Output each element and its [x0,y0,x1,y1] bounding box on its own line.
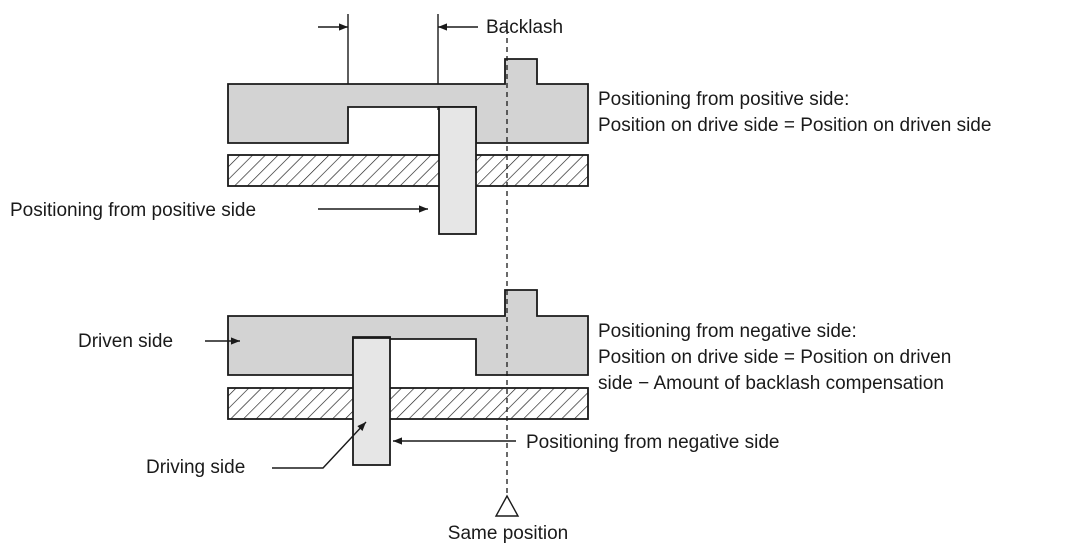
top-note-line2: Position on drive side = Position on dri… [598,115,991,136]
top-note-line1: Positioning from positive side: [598,89,849,110]
same-position-label: Same position [448,523,568,544]
bottom-hatched-base [227,387,589,420]
backlash-label: Backlash [486,17,563,38]
driving-side-label: Driving side [146,457,245,478]
top-driving-part [438,106,477,235]
top-hatched-base [227,154,589,187]
bottom-positioning-label: Positioning from negative side [526,432,779,453]
bottom-assembly: Driven side Driving side Positioning fro… [78,289,951,478]
driving-side-arrow [272,421,367,469]
reference-triangle-icon [494,494,520,517]
bottom-note-line3: side − Amount of backlash compensation [598,373,944,394]
bottom-note-line1: Positioning from negative side: [598,321,857,342]
driven-side-label: Driven side [78,331,173,352]
bottom-driving-part [352,337,391,466]
bottom-driven-part [227,289,589,376]
same-position-reference: Same position [448,20,568,544]
bottom-note-line2: Position on drive side = Position on dri… [598,347,951,368]
top-driven-part [227,58,589,144]
top-positioning-label: Positioning from positive side [10,200,256,221]
top-assembly: Backlash Positioning from positive side … [10,14,991,235]
